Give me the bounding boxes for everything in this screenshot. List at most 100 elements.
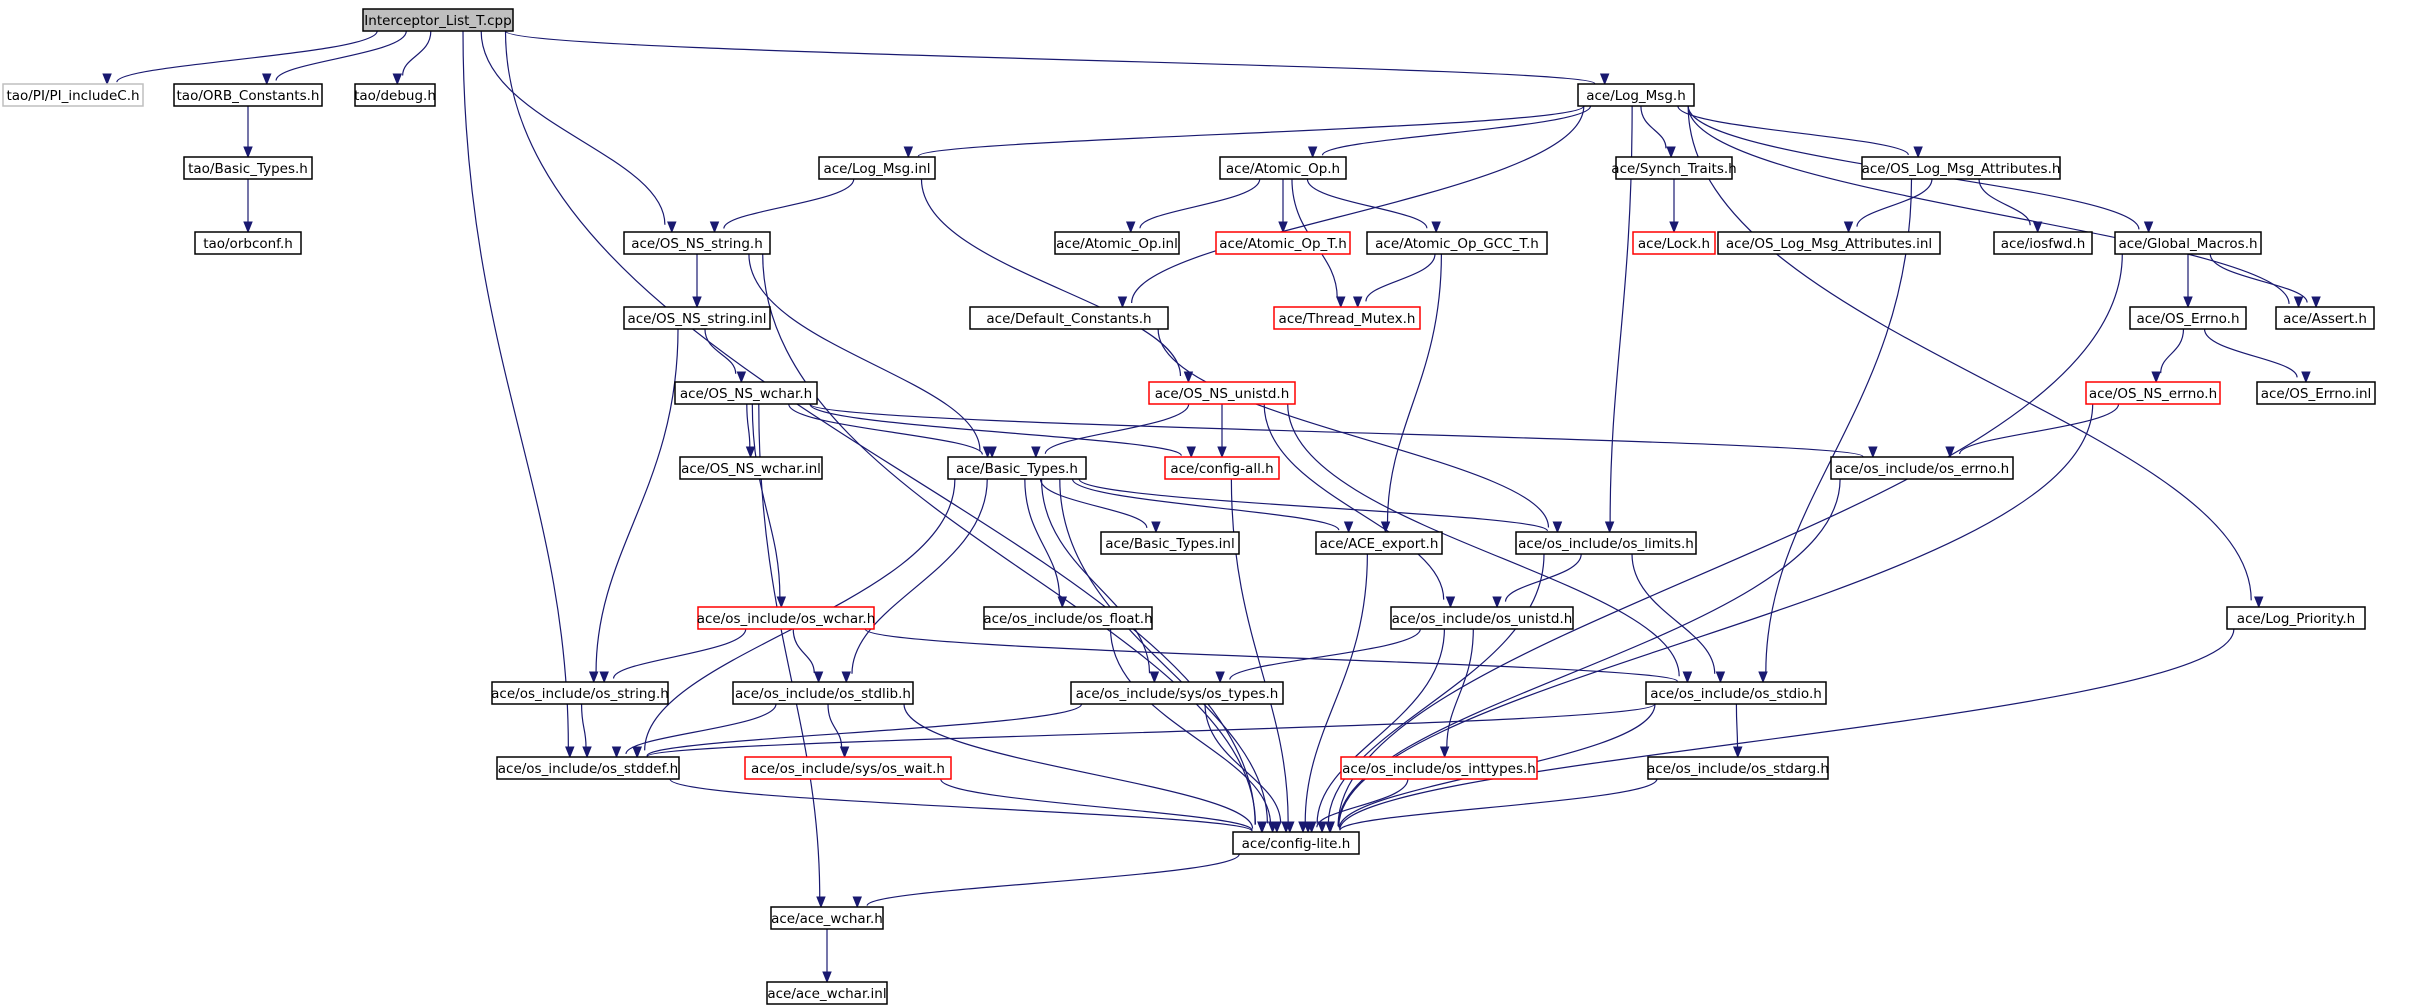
- node-iosfwd[interactable]: ace/iosfwd.h: [1993, 231, 2093, 255]
- edge-config_lite-to-ace_wchar_h: [852, 853, 1240, 909]
- node-os-stddef[interactable]: ace/os_include/os_stddef.h: [496, 756, 680, 780]
- node-label: ace/os_include/os_limits.h: [1518, 536, 1694, 552]
- edge-log_msg_inl-to-os_ns_unistd: [920, 178, 1194, 384]
- node-os-limits[interactable]: ace/os_include/os_limits.h: [1515, 531, 1697, 555]
- node-os-include-string[interactable]: ace/os_include/os_string.h: [491, 681, 669, 705]
- node-os-float[interactable]: ace/os_include/os_float.h: [983, 606, 1153, 630]
- node-os-ns-unistd[interactable]: ace/OS_NS_unistd.h: [1148, 381, 1296, 405]
- node-atomic-op-t[interactable]: ace/Atomic_Op_T.h: [1215, 231, 1351, 255]
- node-tao-basic-types[interactable]: tao/Basic_Types.h: [183, 156, 313, 180]
- edge-line: [116, 30, 378, 83]
- node-os-errno-h[interactable]: ace/OS_Errno.h: [2129, 306, 2247, 330]
- node-box: [1577, 83, 1695, 107]
- edge-line: [809, 403, 1864, 458]
- node-ace-export[interactable]: ace/ACE_export.h: [1315, 531, 1443, 555]
- edge-line: [1677, 105, 1909, 156]
- node-os-stdarg[interactable]: ace/os_include/os_stdarg.h: [1647, 756, 1829, 780]
- edge-tao_basic_types-to-tao_orbconf: [243, 179, 253, 234]
- node-synch-traits[interactable]: ace/Synch_Traits.h: [1611, 156, 1737, 180]
- edge-os_ns_wchar_h-to-basic_types_h: [788, 403, 997, 459]
- node-box: [194, 231, 302, 255]
- arrowhead-icon: [903, 146, 914, 159]
- arrowhead-icon: [1031, 446, 1041, 459]
- node-os-log-msg-attr-inl[interactable]: ace/OS_Log_Msg_Attributes.inl: [1717, 231, 1941, 255]
- node-os-include-unistd[interactable]: ace/os_include/os_unistd.h: [1390, 606, 1574, 630]
- edge-os_ns_string_h-to-os_ns_string_inl: [692, 253, 702, 309]
- node-config-all[interactable]: ace/config-all.h: [1164, 456, 1280, 480]
- edge-os_ns_wchar_h-to-os_include_errno: [809, 403, 1878, 459]
- edges-layer: [102, 30, 2321, 984]
- node-os-ns-errno[interactable]: ace/OS_NS_errno.h: [2085, 381, 2221, 405]
- node-box: [362, 8, 514, 32]
- node-os-ns-wchar-h[interactable]: ace/OS_NS_wchar.h: [674, 381, 818, 405]
- node-pi-includeC[interactable]: tao/PI/PI_includeC.h: [2, 83, 144, 107]
- arrowhead-icon: [2301, 371, 2311, 384]
- node-basic-types-inl[interactable]: ace/Basic_Types.inl: [1100, 531, 1240, 555]
- node-lock-h[interactable]: ace/Lock.h: [1632, 231, 1716, 255]
- node-box: [1515, 531, 1697, 555]
- node-os-inttypes[interactable]: ace/os_include/os_inttypes.h: [1340, 756, 1538, 780]
- edge-os_stdlib-to-config_lite: [903, 703, 1267, 834]
- node-label: ace/Lock.h: [1638, 236, 1710, 252]
- node-label: ace/os_include/sys/os_wait.h: [751, 761, 945, 777]
- node-atomic-op-h[interactable]: ace/Atomic_Op.h: [1219, 156, 1347, 180]
- node-os-log-msg-attr[interactable]: ace/OS_Log_Msg_Attributes.h: [1861, 156, 2061, 180]
- node-default-constants[interactable]: ace/Default_Constants.h: [969, 306, 1169, 330]
- node-atomic-op-gcc[interactable]: ace/Atomic_Op_GCC_T.h: [1366, 231, 1548, 255]
- edge-basic_types_h-to-sys_os_types: [1040, 478, 1160, 684]
- node-log-priority[interactable]: ace/Log_Priority.h: [2226, 606, 2366, 630]
- node-config-lite[interactable]: ace/config-lite.h: [1232, 831, 1360, 855]
- node-os-errno-inl[interactable]: ace/OS_Errno.inl: [2256, 381, 2376, 405]
- node-sys-os-types[interactable]: ace/os_include/sys/os_types.h: [1070, 681, 1284, 705]
- edge-root-to-log_msg_h: [504, 30, 1610, 86]
- node-os-stdio[interactable]: ace/os_include/os_stdio.h: [1645, 681, 1827, 705]
- edge-line: [1978, 178, 2031, 226]
- node-log-msg-h[interactable]: ace/Log_Msg.h: [1577, 83, 1695, 107]
- edge-basic_types_h-to-ace_export: [1071, 478, 1354, 534]
- node-os-include-errno[interactable]: ace/os_include/os_errno.h: [1830, 456, 2014, 480]
- node-tao-orbconf[interactable]: tao/orbconf.h: [194, 231, 302, 255]
- node-os-ns-string-inl[interactable]: ace/OS_NS_string.inl: [623, 306, 771, 330]
- node-global-macros[interactable]: ace/Global_Macros.h: [2114, 231, 2262, 255]
- edge-log_priority-to-config_lite: [1325, 628, 2235, 834]
- edge-os_include_string-to-os_stddef: [580, 703, 592, 759]
- node-label: ace/config-all.h: [1170, 461, 1273, 477]
- node-ace-wchar-inl[interactable]: ace/ace_wchar.inl: [766, 981, 888, 1005]
- node-log-msg-inl[interactable]: ace/Log_Msg.inl: [818, 156, 936, 180]
- node-os-include-wchar[interactable]: ace/os_include/os_wchar.h: [697, 606, 876, 630]
- arrowhead-icon: [2183, 296, 2193, 309]
- node-box: [732, 681, 914, 705]
- node-ace-wchar-h[interactable]: ace/ace_wchar.h: [770, 906, 884, 930]
- edge-line: [1304, 553, 1368, 823]
- node-basic-types-h[interactable]: ace/Basic_Types.h: [947, 456, 1087, 480]
- node-thread-mutex[interactable]: ace/Thread_Mutex.h: [1273, 306, 1421, 330]
- edge-line: [646, 703, 1083, 757]
- edge-line: [1139, 178, 1261, 229]
- edge-line: [1327, 553, 1545, 825]
- arrowhead-icon: [102, 73, 112, 86]
- node-assert-h[interactable]: ace/Assert.h: [2275, 306, 2375, 330]
- edge-log_msg_h-to-log_msg_inl: [903, 105, 1585, 159]
- arrowhead-icon: [1380, 521, 1391, 534]
- node-atomic-op-inl[interactable]: ace/Atomic_Op.inl: [1054, 231, 1180, 255]
- node-os-stdlib[interactable]: ace/os_include/os_stdlib.h: [732, 681, 914, 705]
- edge-ace_wchar_h-to-ace_wchar_inl: [822, 929, 832, 984]
- arrowhead-icon: [1352, 296, 1363, 309]
- edge-line: [864, 628, 1679, 682]
- node-label: ace/os_include/os_errno.h: [1835, 461, 2009, 477]
- node-tao-debug[interactable]: tao/debug.h: [354, 83, 436, 107]
- arrowhead-icon: [1325, 821, 1335, 834]
- edge-sys_os_types-to-config_lite: [1204, 703, 1291, 834]
- node-os-ns-string-h[interactable]: ace/OS_NS_string.h: [623, 231, 771, 255]
- node-orb-constants[interactable]: tao/ORB_Constants.h: [173, 83, 323, 107]
- node-os-ns-wchar-inl[interactable]: ace/OS_NS_wchar.inl: [679, 456, 823, 480]
- node-box: [1615, 156, 1733, 180]
- node-label: ace/OS_NS_string.h: [631, 236, 763, 252]
- node-root[interactable]: Interceptor_List_T.cpp: [362, 8, 514, 32]
- node-label: ace/OS_NS_wchar.h: [680, 386, 812, 402]
- edge-line: [480, 30, 666, 225]
- arrowhead-icon: [987, 446, 997, 459]
- node-sys-os-wait[interactable]: ace/os_include/sys/os_wait.h: [744, 756, 952, 780]
- arrowhead-icon: [1272, 821, 1282, 834]
- edge-line: [2203, 328, 2298, 378]
